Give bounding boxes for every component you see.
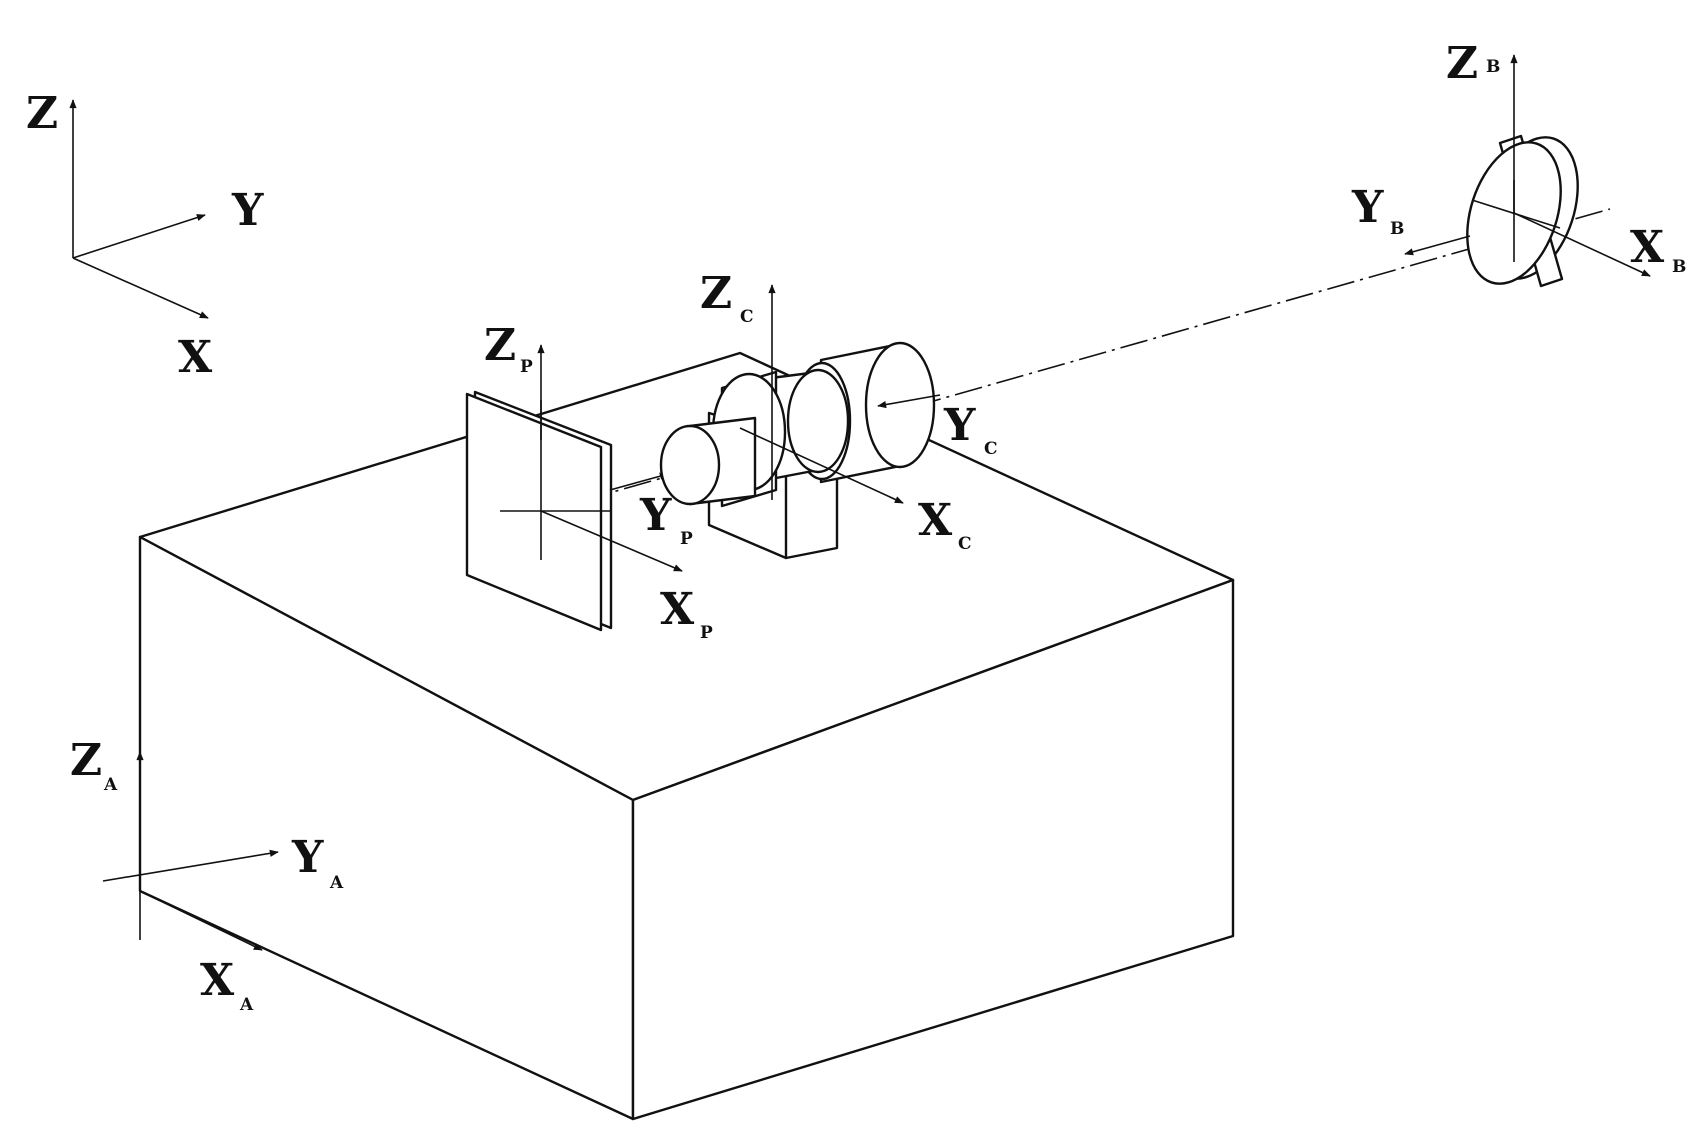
frame-p-z-subscript: P [520, 357, 533, 377]
frame-a-x-axis [139, 890, 263, 951]
world-axes: Z Y X [26, 88, 264, 383]
frame-p-z-label: Z [484, 320, 516, 371]
frame-b-x-subscript: B [1672, 257, 1686, 277]
frame-a-z-subscript: A [103, 775, 118, 795]
frame-c-y-label: Y [943, 400, 976, 451]
world-y-axis [72, 214, 206, 259]
frame-c-x-label: X [918, 495, 953, 546]
frame-p-x-axis [540, 510, 683, 572]
world-x-label: X [178, 332, 213, 383]
frame-b-y-axis [1404, 235, 1471, 256]
world-y-label: Y [231, 185, 264, 236]
frame-a-x-label: X [200, 955, 235, 1006]
world-z-label: Z [26, 88, 58, 139]
world-x-axis [72, 257, 209, 319]
frame-a-x-subscript: A [239, 995, 254, 1015]
frame-c-x-axis [739, 427, 904, 504]
frame-p-y-label: Y [639, 490, 672, 541]
base-block [138, 351, 1235, 1121]
frame-p-y-subscript: P [680, 529, 693, 549]
frame-b-axes: Z B Y B X B [1351, 38, 1686, 277]
frame-a-z-label: Z [70, 735, 102, 786]
camera-lens-end [864, 341, 936, 469]
frame-p-axes: Z P Y P X P [484, 320, 713, 643]
frame-a-y-axis [102, 849, 279, 882]
frame-p-y-axis [609, 472, 669, 491]
target-plate-front [465, 392, 603, 632]
frame-b-z-subscript: B [1486, 57, 1500, 77]
camera-middle-ring-face [786, 368, 850, 474]
reflector-disc [1466, 134, 1579, 288]
frame-a-y-subscript: A [329, 873, 344, 893]
frame-a-axes: Z A Y A X A [70, 735, 344, 1015]
frame-c-z-label: Z [700, 268, 732, 319]
frame-b-x-label: X [1630, 222, 1665, 273]
camera-nose-face [659, 424, 721, 506]
frame-c-y-subscript: C [984, 439, 998, 459]
frame-b-y-subscript: B [1390, 219, 1404, 239]
frame-p-x-subscript: P [700, 623, 713, 643]
target-plate [465, 390, 613, 632]
frame-b-z-label: Z [1446, 38, 1478, 89]
frame-p-x-label: X [660, 584, 695, 635]
frame-b-y-label: Y [1351, 182, 1384, 233]
frame-c-axes: Z C Y C X C [700, 268, 998, 554]
frame-c-x-subscript: C [958, 534, 972, 554]
frame-c-y-axis [877, 394, 941, 409]
base-block-right-face [631, 578, 1235, 1121]
frame-b-x-axis [1513, 212, 1651, 277]
frame-c-z-subscript: C [740, 307, 754, 327]
frame-a-y-label: Y [291, 832, 324, 883]
